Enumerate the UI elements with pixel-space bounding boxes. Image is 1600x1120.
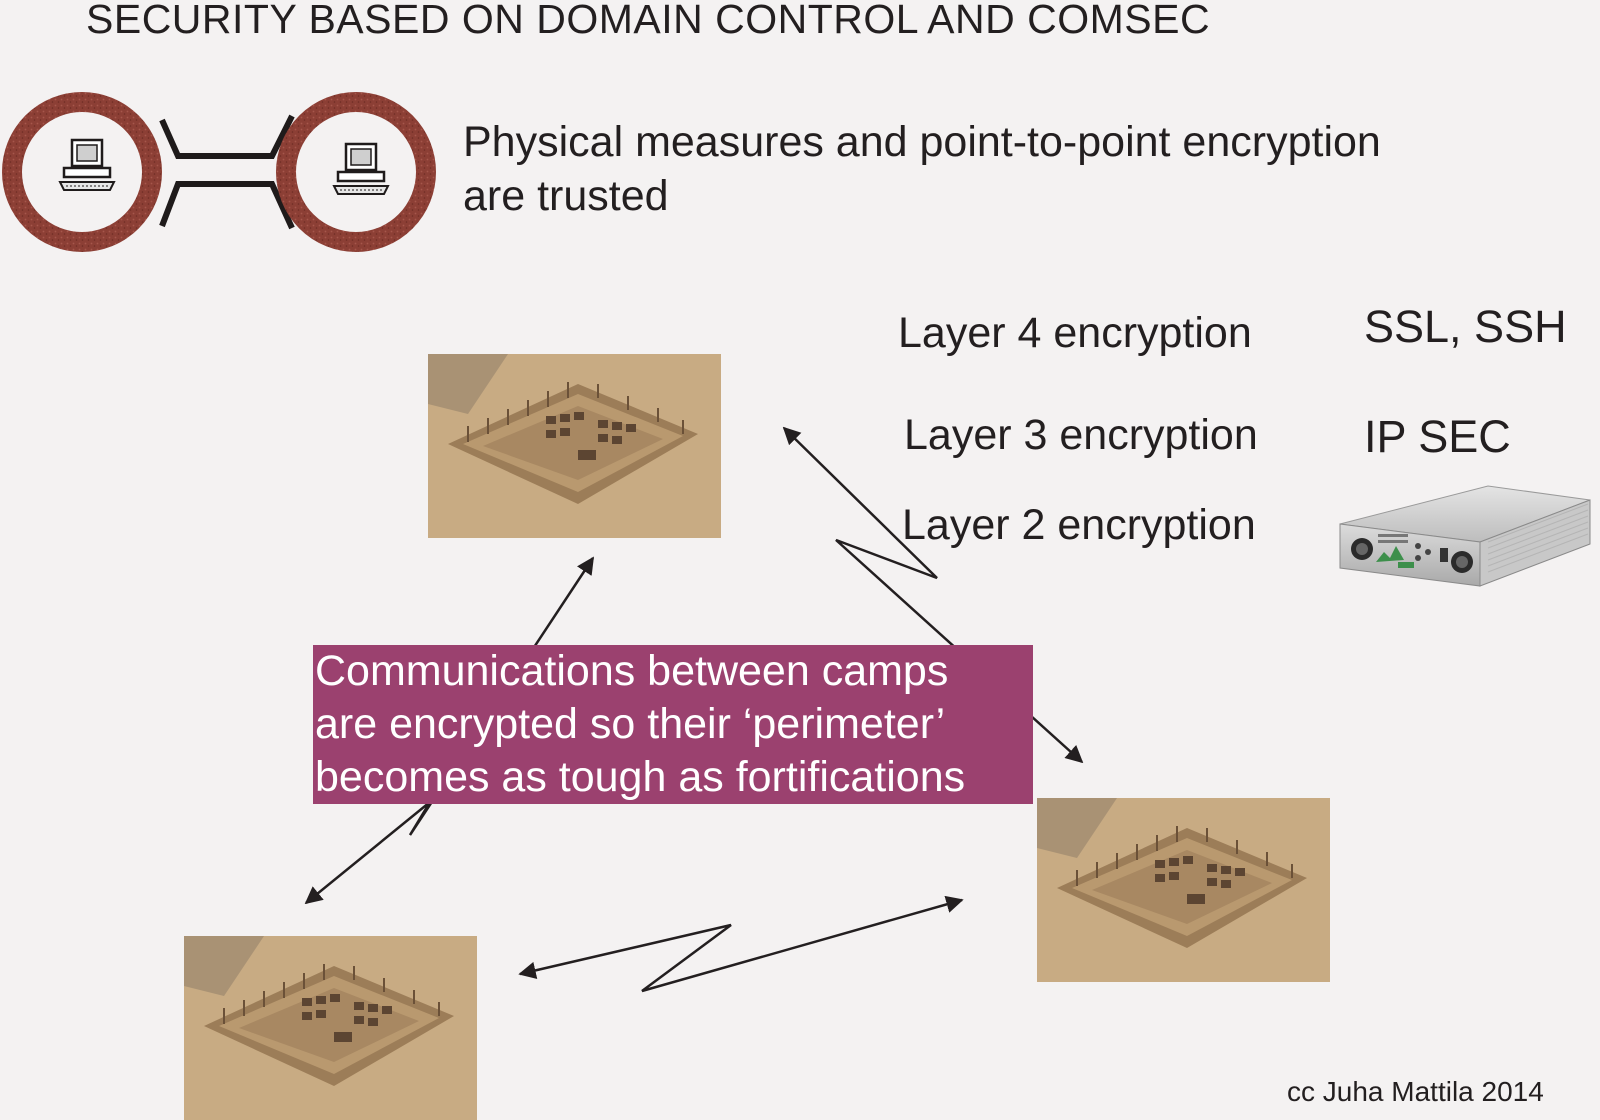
intro-line-1: Physical measures and point-to-point enc…: [463, 118, 1381, 166]
intro-text: Physical measures and point-to-point enc…: [463, 115, 1583, 223]
fortress-ring-right: [276, 92, 436, 252]
page-title: SECURITY BASED ON DOMAIN CONTROL AND COM…: [86, 0, 1211, 42]
sandcastle-fort-photo: [1037, 798, 1330, 982]
layer-2-label: Layer 2 encryption: [902, 501, 1256, 549]
computer-icon: [58, 138, 116, 191]
link-walls: [159, 114, 295, 230]
computer-icon: [332, 142, 390, 195]
layer-3-label: Layer 3 encryption: [904, 411, 1258, 459]
layer-3-protocol: IP SEC: [1364, 411, 1511, 462]
callout-line-1: Communications between camps: [315, 647, 949, 695]
layer-4-label: Layer 4 encryption: [898, 309, 1252, 357]
callout-line-2: are encrypted so their ‘perimeter’: [315, 700, 946, 748]
callout-box: Communications between camps are encrypt…: [313, 645, 1033, 804]
encryptor-appliance-icon: [1339, 485, 1591, 587]
credit-text: cc Juha Mattila 2014: [1287, 1076, 1544, 1107]
fortified-link-diagram: [2, 92, 436, 252]
fortress-ring-left: [2, 92, 162, 252]
intro-line-2: are trusted: [463, 172, 669, 220]
layer-4-protocol: SSL, SSH: [1364, 301, 1567, 352]
sandcastle-fort-photo: [184, 936, 477, 1120]
link-bottom-left-to-right: [518, 895, 964, 993]
sandcastle-fort-photo: [428, 354, 721, 538]
callout-line-3: becomes as tough as fortifications: [315, 753, 966, 801]
